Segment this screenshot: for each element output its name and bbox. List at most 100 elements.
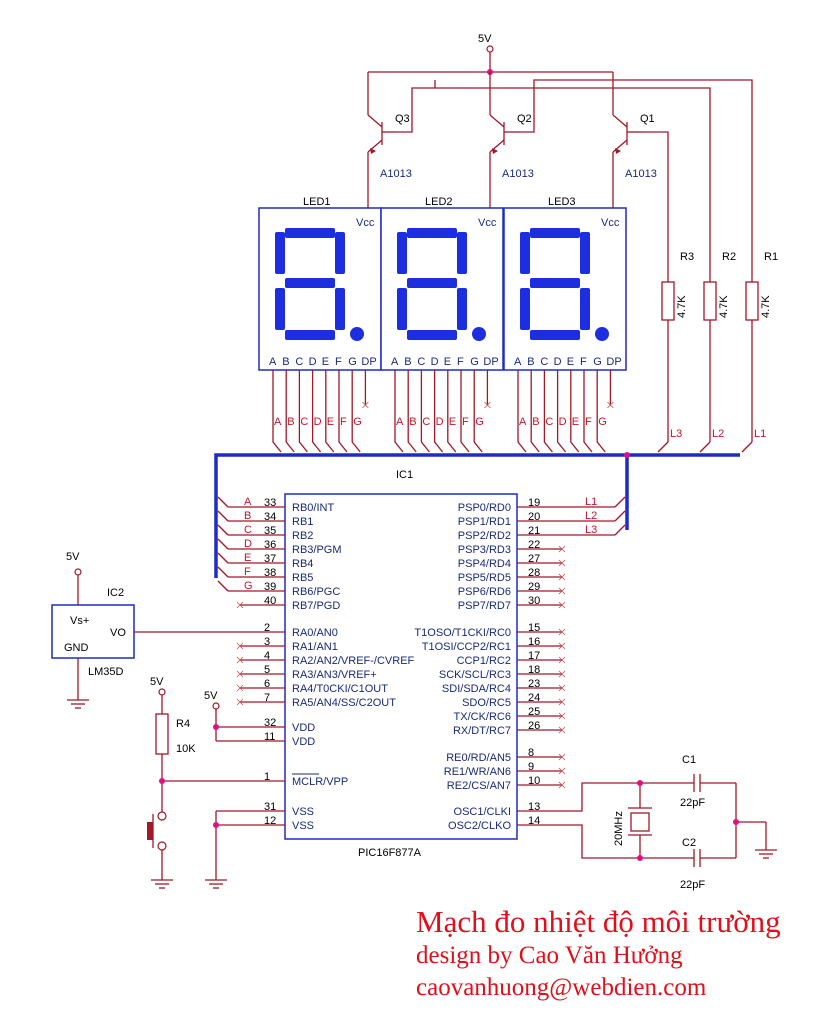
bus-tap-label: B [532, 416, 539, 428]
bus-tap: B [407, 376, 417, 453]
bus-tap-label: D [314, 416, 322, 428]
mcu-pin-net: F [244, 566, 251, 578]
bus-tap-label: G [475, 416, 484, 428]
oscillator: 20MHz C1 22pF C2 22pF [517, 754, 777, 891]
resistor-r4 [155, 713, 169, 755]
display-pin-label: B [527, 356, 534, 368]
decimal-point [350, 327, 364, 341]
mcu-pin-number: 8 [528, 747, 534, 759]
junction-dot [637, 780, 643, 786]
mcu-pin-net: B [244, 510, 251, 522]
segment [285, 228, 335, 238]
r4-value: 10K [176, 743, 196, 755]
bus-tap: G [473, 376, 484, 453]
sensor-ref: IC2 [107, 587, 124, 599]
bus-tap: A [517, 376, 527, 453]
mcu-pin-name: RA5/AN4/SS/C2OUT [292, 697, 396, 709]
ground-symbol [67, 699, 89, 709]
bus-tap: F [460, 376, 470, 453]
mcu-pin-net: A [244, 496, 252, 508]
q3-ref: Q3 [395, 113, 410, 125]
bus-tap-label: D [436, 416, 444, 428]
bus-tap: D [556, 376, 567, 453]
mcu-pin-number: 30 [528, 595, 540, 607]
mcu-pin-name: RA2/AN2/VREF-/CVREF [292, 655, 415, 667]
credits-title: Mạch đo nhiệt độ môi trường [416, 904, 781, 939]
bus-tap: A [394, 376, 404, 453]
q2-ref: Q2 [517, 113, 532, 125]
resistor-body [745, 281, 759, 321]
display-pin-label: A [514, 356, 522, 368]
display-pin-label: E [444, 356, 451, 368]
bus-line-label: L2 [712, 428, 724, 440]
mcu-pin-name: RB7/PGD [292, 600, 340, 612]
mcu-pin-number: 6 [264, 678, 270, 690]
supply-terminal [486, 45, 494, 53]
mcu-pin-name: SDO/RC5 [462, 697, 511, 709]
resistor-body [661, 281, 675, 321]
vss-ground [205, 810, 285, 889]
decimal-point [472, 327, 486, 341]
display-pin-label: DP [483, 356, 498, 368]
bus-tap: C [420, 376, 430, 453]
segment [397, 232, 407, 274]
mcu-pin-left: RB5 38 F [217, 566, 313, 584]
mcu-pin-net: E [244, 552, 251, 564]
mcu-pin-number: 12 [264, 815, 276, 827]
bus-tap-label: B [409, 416, 416, 428]
bus-tap: C [298, 376, 308, 453]
junction-dot [213, 822, 219, 828]
r4-ref: R4 [176, 718, 190, 730]
data-bus: IC1 [214, 452, 740, 578]
mcu-ref: IC1 [396, 469, 413, 481]
mcu-pin-name: PSP5/RD5 [458, 572, 511, 584]
bus-tap: B [530, 376, 540, 453]
segment [275, 232, 285, 274]
segment [275, 288, 285, 330]
display-pin-label: F [457, 356, 464, 368]
push-button [147, 822, 153, 840]
bus-tap-label: A [396, 416, 404, 428]
mcu-pin-number: 36 [264, 539, 276, 551]
mcu-pin-name: RB5 [292, 572, 313, 584]
c2-ref: C2 [682, 837, 696, 849]
mcu-pin-name: PSP4/RD4 [458, 558, 511, 570]
bus-tap: F [338, 376, 348, 453]
resistor-body [703, 281, 717, 321]
bus-line-label: L3 [670, 428, 682, 440]
bus-tap: B [285, 376, 295, 453]
mcu-pin-number: 22 [528, 539, 540, 551]
mcu-pin-number: 38 [264, 567, 276, 579]
reset-supply-label: 5V [150, 676, 164, 688]
segment [520, 232, 530, 274]
display-pin-label: A [269, 356, 277, 368]
mcu-pin-name: RE1/WR/AN6 [444, 766, 511, 778]
mcu-pin-number: 9 [528, 761, 534, 773]
vdd-supply-label: 5V [204, 690, 218, 702]
mcu-pin-number: 23 [528, 678, 540, 690]
mcu-pin-name: PSP2/RD2 [458, 530, 511, 542]
sensor-pin-vs: Vs+ [70, 615, 89, 627]
mcu-pin-name: TX/CK/RC6 [454, 711, 511, 723]
bus-tap: E [447, 376, 457, 453]
